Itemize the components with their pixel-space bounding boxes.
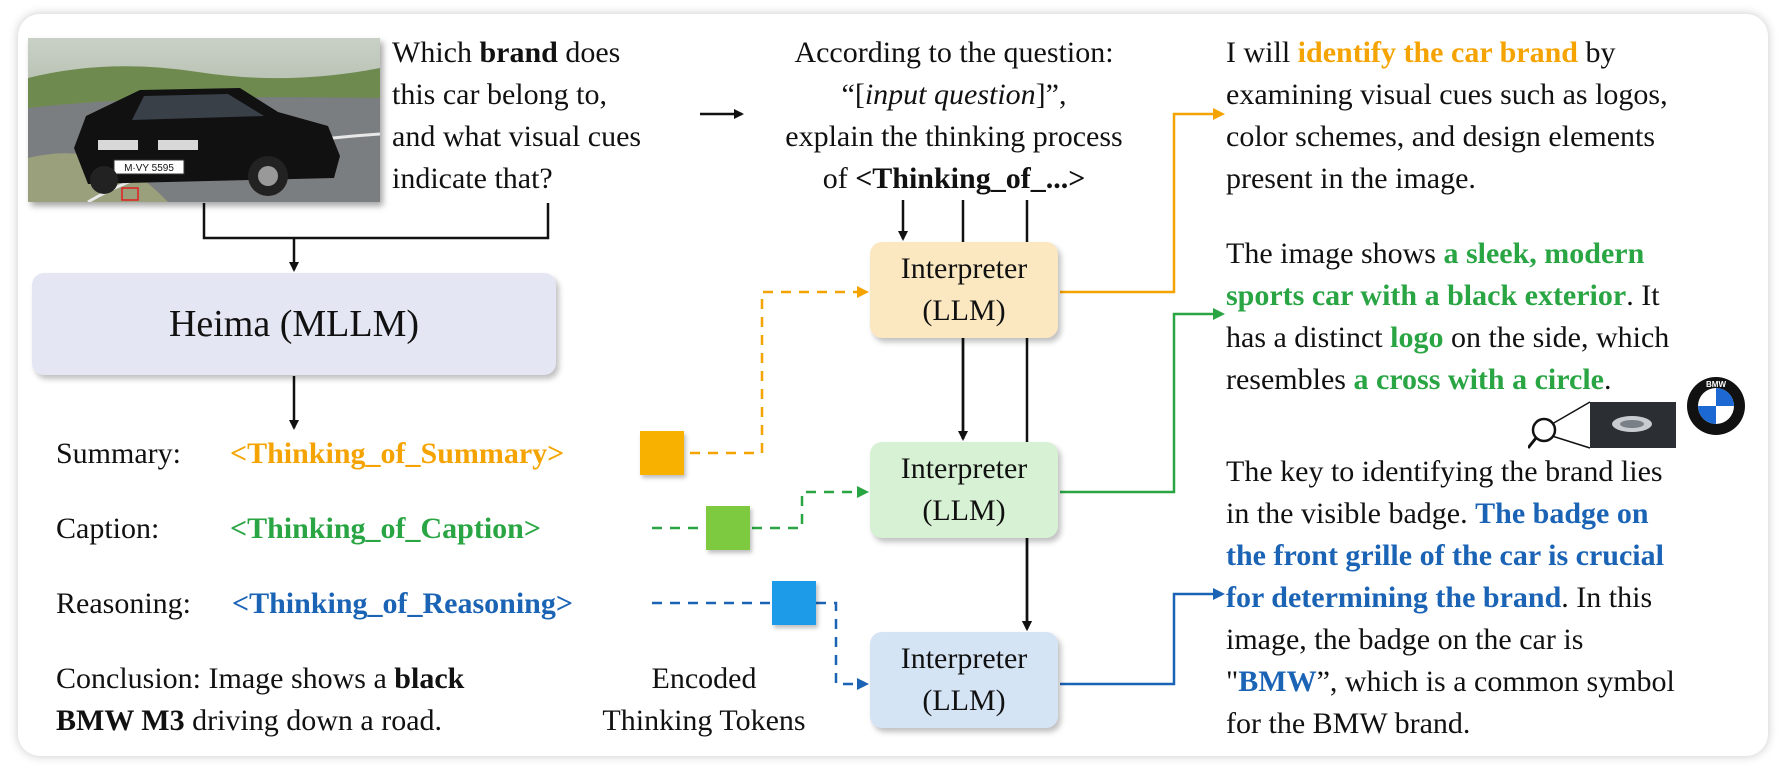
reasoning-interpreter-box: Interpreter(LLM)	[870, 632, 1058, 728]
conclusion-text: Conclusion: Image shows a black BMW M3 d…	[56, 662, 465, 737]
caption-thinking-token: <Thinking_of_Caption>	[230, 512, 541, 545]
caption-interpreter-box: Interpreter(LLM)	[870, 442, 1058, 538]
magnifier-icon	[1526, 398, 1676, 450]
caption-token-square	[706, 506, 750, 550]
reasoning-output-line	[1060, 588, 1225, 686]
summary-output-line	[1060, 108, 1225, 294]
summary-output-text: I will identify the car brand by examini…	[1226, 36, 1668, 195]
license-plate-text: M·VY 5595	[124, 163, 174, 174]
reasoning-row-label: Reasoning:	[56, 587, 191, 620]
summary-token-line	[690, 286, 869, 455]
summary-interpreter-box: Interpreter(LLM)	[870, 242, 1058, 338]
question-text: Which brand does this car belong to, and…	[392, 36, 642, 195]
summary-row-label: Summary:	[56, 437, 181, 470]
logo-lettering: BMW	[1706, 380, 1726, 389]
caption-token-line-out	[752, 486, 869, 530]
input-connector	[202, 109, 744, 430]
bmw-logo-icon: BMW	[1686, 376, 1746, 436]
reasoning-token-line-out	[816, 601, 869, 690]
interpreter-prompt: According to the question: “[input quest…	[785, 36, 1123, 195]
reasoning-output-text: The key to identifying the brand lies in…	[1226, 455, 1675, 740]
caption-output-line	[1060, 308, 1225, 494]
heima-mllm-box: Heima (MLLM)	[32, 273, 556, 375]
encoded-thinking-tokens-label: Encoded Thinking Tokens	[602, 662, 806, 737]
caption-output-text: The image shows a sleek, modern sports c…	[1226, 237, 1670, 396]
summary-token-square	[640, 431, 684, 475]
car-image: M·VY 5595	[28, 38, 380, 202]
summary-thinking-token: <Thinking_of_Summary>	[230, 437, 565, 470]
caption-row-label: Caption:	[56, 512, 160, 545]
reasoning-token-square	[772, 581, 816, 625]
reasoning-thinking-token: <Thinking_of_Reasoning>	[232, 587, 573, 620]
